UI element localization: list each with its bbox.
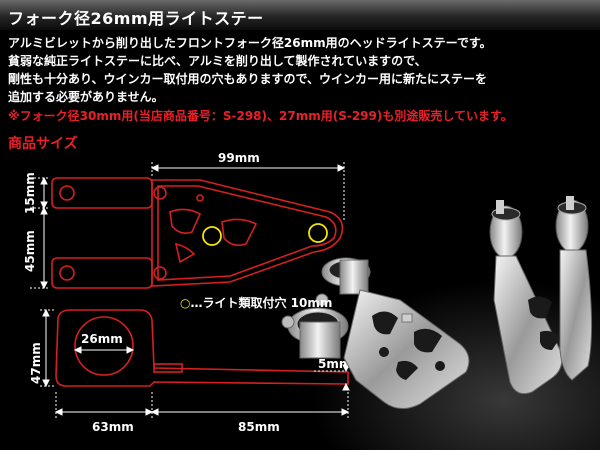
dim-26mm: 26mm	[81, 332, 123, 346]
page-title: フォーク径26mm用ライトステー	[8, 9, 264, 28]
plate-hole-bottom	[153, 266, 167, 280]
plate-hole-top	[153, 186, 167, 200]
title-bar: フォーク径26mm用ライトステー	[0, 0, 600, 30]
hole-note: ○…ライト類取付穴 10mm	[180, 294, 332, 311]
description-line-1: アルミビレットから削り出したフロントフォーク径26mm用のヘッドライトステーです…	[8, 36, 492, 50]
light-hole-2	[308, 223, 328, 243]
plate-pin	[196, 194, 204, 202]
side-bolt-head	[153, 363, 183, 373]
dim-85mm: 85mm	[238, 420, 280, 434]
top-view-dimension-lines	[30, 162, 346, 290]
front-stay	[281, 257, 470, 409]
plate-inner-outline	[157, 185, 337, 281]
upper-clamp-hole	[59, 185, 75, 201]
plate-outline	[151, 179, 344, 287]
side-view-dimension-lines	[40, 308, 350, 418]
lower-clamp-outline	[51, 257, 153, 289]
side-body-outline	[55, 309, 349, 387]
plate-cutout-1	[169, 208, 202, 234]
fork-clamp-ring	[74, 316, 134, 376]
lower-clamp-hole	[59, 265, 75, 281]
plate-cutout-2	[221, 218, 258, 246]
dim-5mm: 5mm	[318, 357, 351, 371]
dim-15mm: 15mm	[23, 172, 37, 214]
notice-text: ※フォーク径30mm用(当店商品番号：S-298)、27mm用(S-299)も別…	[8, 109, 513, 123]
yellow-circle-icon: ○	[180, 296, 191, 310]
section-title: 商品サイズ	[8, 136, 78, 152]
hole-note-text: …ライト類取付穴 10mm	[190, 296, 333, 310]
description-line-2: 貧弱な純正ライトステーに比べ、アルミを削り出して製作されていますので、	[8, 54, 427, 68]
dim-45mm: 45mm	[23, 230, 37, 272]
dim-99mm: 99mm	[218, 151, 260, 165]
upper-clamp-outline	[51, 177, 153, 209]
dim-47mm: 47mm	[29, 342, 43, 384]
description-line-3: 剛性も十分あり、ウインカー取付用の穴もありますので、ウインカー用に新たにステーを	[8, 72, 488, 86]
dim-63mm: 63mm	[92, 420, 134, 434]
plate-cutout-3	[174, 242, 196, 264]
back-stay	[489, 196, 593, 395]
description-line-4: 追加する必要がありません。	[8, 90, 164, 104]
top-view-drawing	[51, 177, 344, 289]
product-photo	[281, 196, 593, 409]
light-hole-1	[202, 226, 222, 246]
side-view-drawing	[55, 309, 349, 387]
